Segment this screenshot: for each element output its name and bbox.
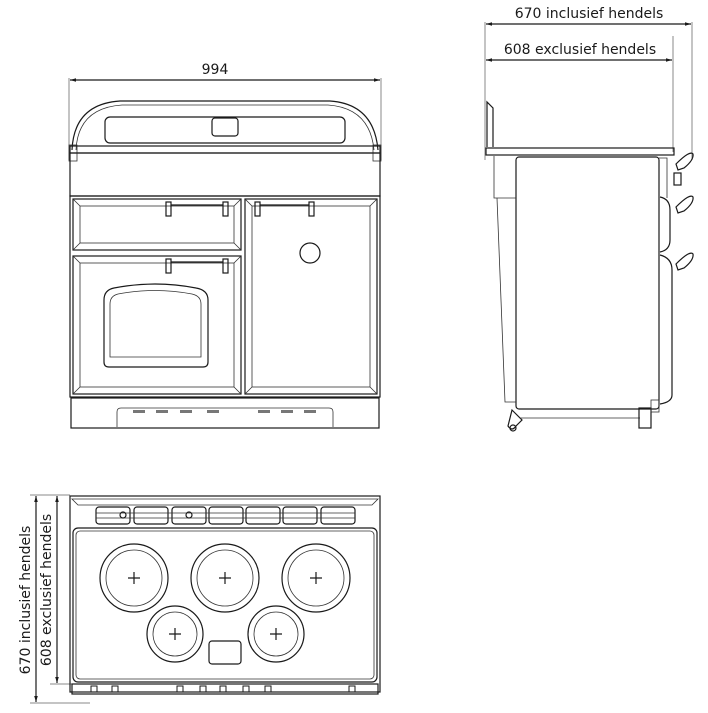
splashback [71, 100, 379, 151]
hob-control-panel [208, 640, 242, 665]
top-depth-incl-label: 670 inclusief hendels [18, 526, 34, 675]
front-view [68, 78, 382, 429]
side-depth-excl-label: 608 exclusief hendels [504, 42, 656, 58]
handle-rail [71, 683, 379, 695]
hob-zone [281, 543, 351, 613]
top-view [30, 494, 381, 704]
hob-zone [146, 605, 204, 663]
drawer-front-side [659, 196, 671, 253]
top-depth-excl-label: 608 exclusief hendels [39, 514, 55, 666]
control-knobs-vents [95, 506, 356, 525]
plinth-vents [133, 410, 316, 413]
door-handle [165, 201, 229, 217]
hob-zone [99, 543, 169, 613]
depth-dimension-including-handles [484, 22, 693, 160]
hob-zone [247, 605, 305, 663]
ceramic-hob [72, 527, 378, 683]
door-handle [165, 258, 229, 274]
logo-plate [211, 117, 239, 137]
side-depth-incl-label: 670 inclusief hendels [515, 6, 664, 22]
hob-edge [69, 145, 381, 154]
timer-dial [299, 242, 321, 264]
hob-zone [190, 543, 260, 613]
upper-left-door [72, 198, 242, 251]
splashback-panel [104, 116, 346, 144]
front-foot [638, 407, 652, 429]
depth-dimension-excluding-handles [486, 36, 674, 152]
splashback-side [486, 100, 494, 147]
door-handle [254, 201, 315, 217]
hob-side [485, 147, 675, 156]
cooker-top [69, 495, 381, 693]
oven-door-side [659, 254, 673, 405]
width-label: 994 [202, 62, 229, 78]
depth-dimension-excluding-handles [50, 496, 72, 685]
cooker-body [69, 195, 381, 398]
plinth [70, 397, 380, 429]
main-oven-door [72, 255, 242, 395]
rear-wheel [507, 408, 523, 430]
right-oven-door [244, 198, 378, 395]
depth-dimension-including-handles [30, 494, 90, 704]
handle-side [673, 152, 694, 271]
width-dimension [68, 78, 382, 160]
control-panel [69, 152, 381, 197]
oven-window [103, 283, 209, 368]
side-view [484, 22, 694, 432]
body-side [515, 156, 660, 410]
